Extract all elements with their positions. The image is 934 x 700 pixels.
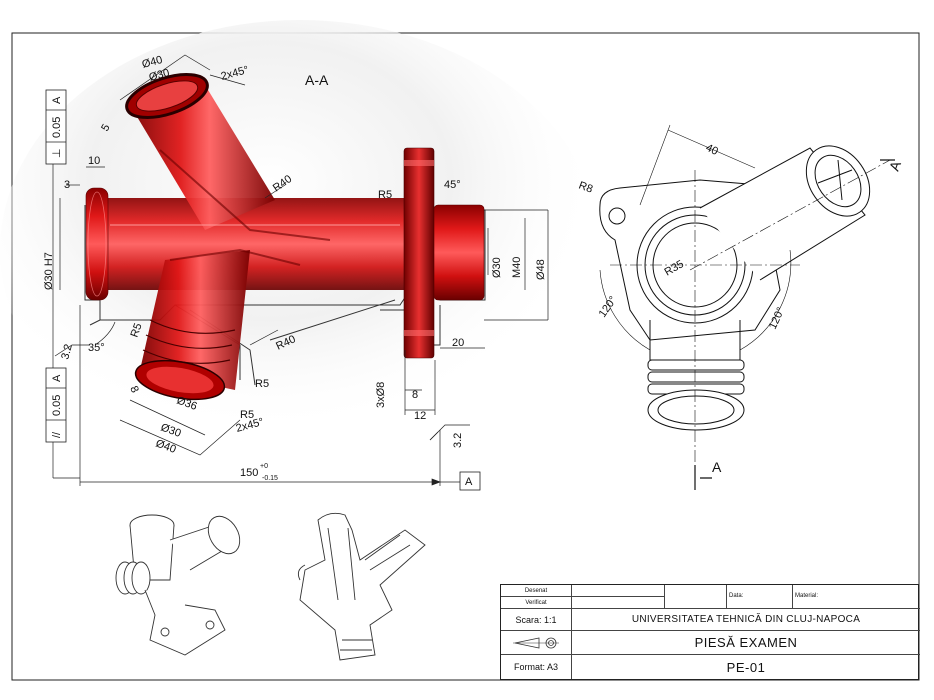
tb-universitate: UNIVERSITATEA TEHNICĂ DIN CLUJ-NAPOCA <box>572 609 920 631</box>
top-marker-a: A <box>886 158 904 173</box>
dim-roughness-right: 3.2 <box>452 433 464 448</box>
tol-frame-1-symbol: ⊥ <box>51 148 63 158</box>
tb-scara: Scara: 1:1 <box>501 609 572 631</box>
tol-frame-2-symbol: // <box>51 431 63 438</box>
datum-box: A <box>459 471 481 491</box>
tol-frame-2-value: 0.05 <box>51 395 63 416</box>
dim-d30h7: Ø30 H7 <box>43 252 55 290</box>
tb-verificat-name <box>572 597 665 609</box>
section-label: A-A <box>305 72 329 88</box>
dim-r5-upper: R5 <box>378 189 392 201</box>
top-dim-120-left: 120° <box>597 294 620 320</box>
tol-frame-2-datum: A <box>51 374 63 382</box>
red-3d-part <box>85 73 485 401</box>
tb-sign-area <box>665 585 727 609</box>
dim-ten: 10 <box>88 155 100 167</box>
dim-m40: M40 <box>511 257 523 278</box>
dim-tol-upper: +0 <box>260 463 268 470</box>
dim-eight-left: 8 <box>127 384 140 395</box>
top-dim-40: 40 <box>704 142 720 158</box>
tolerance-frame-perpendicular: A 0.05 ⊥ <box>45 89 67 165</box>
dim-angle35: 35° <box>88 342 105 354</box>
tb-material: Material: <box>793 585 920 609</box>
dim-d40-top: Ø40 <box>141 54 164 71</box>
dim-overall-length: 150 <box>240 467 258 479</box>
datum-label: A <box>465 476 473 488</box>
dim-r5-lower1: R5 <box>255 378 269 390</box>
dim-five: 5 <box>99 122 112 133</box>
isometric-view-1 <box>115 514 241 656</box>
tol-frame-1-datum: A <box>51 96 63 104</box>
tb-desenat: Desenat <box>501 585 572 597</box>
bottom-marker-a: A <box>712 459 722 475</box>
sheet-border <box>11 32 920 681</box>
dim-r5-left: R5 <box>129 322 145 339</box>
tb-cod: PE-01 <box>726 659 766 675</box>
dim-r5-lower2: R5 <box>240 409 254 421</box>
top-view <box>599 124 895 490</box>
tb-desenat-name <box>572 585 665 597</box>
tol-frame-1-value: 0.05 <box>51 117 63 138</box>
tb-verificat: Verificat <box>501 597 572 609</box>
tolerance-frame-parallel: A 0.05 // <box>45 367 67 443</box>
dim-three: 3 <box>64 179 70 191</box>
dimension-lines <box>52 54 549 486</box>
dim-d30-top: Ø30 <box>148 67 171 84</box>
dim-angle45: 45° <box>444 179 461 191</box>
dim-tol-lower: -0.15 <box>262 475 278 482</box>
title-block: Desenat Data: Material: Verificat Scara:… <box>500 584 920 680</box>
dim-3xd8: 3xØ8 <box>375 382 387 408</box>
dim-d48: Ø48 <box>535 259 547 280</box>
tb-data: Data: <box>727 585 793 609</box>
top-dim-r8: R8 <box>577 180 594 196</box>
dim-eight-flange: 8 <box>412 389 418 401</box>
top-dim-120-right: 120° <box>767 306 787 332</box>
tb-projection-symbol <box>501 631 572 655</box>
dim-roughness-left: 3.2 <box>59 343 75 361</box>
dim-twenty: 20 <box>452 337 464 349</box>
dim-d30-right: Ø30 <box>491 257 503 278</box>
tb-piesa: PIESĂ EXAMEN <box>572 631 920 655</box>
tb-format: Format: A3 <box>501 655 572 679</box>
dim-twelve: 12 <box>414 410 426 422</box>
isometric-view-2 <box>297 512 426 661</box>
projection-icon <box>513 637 559 648</box>
